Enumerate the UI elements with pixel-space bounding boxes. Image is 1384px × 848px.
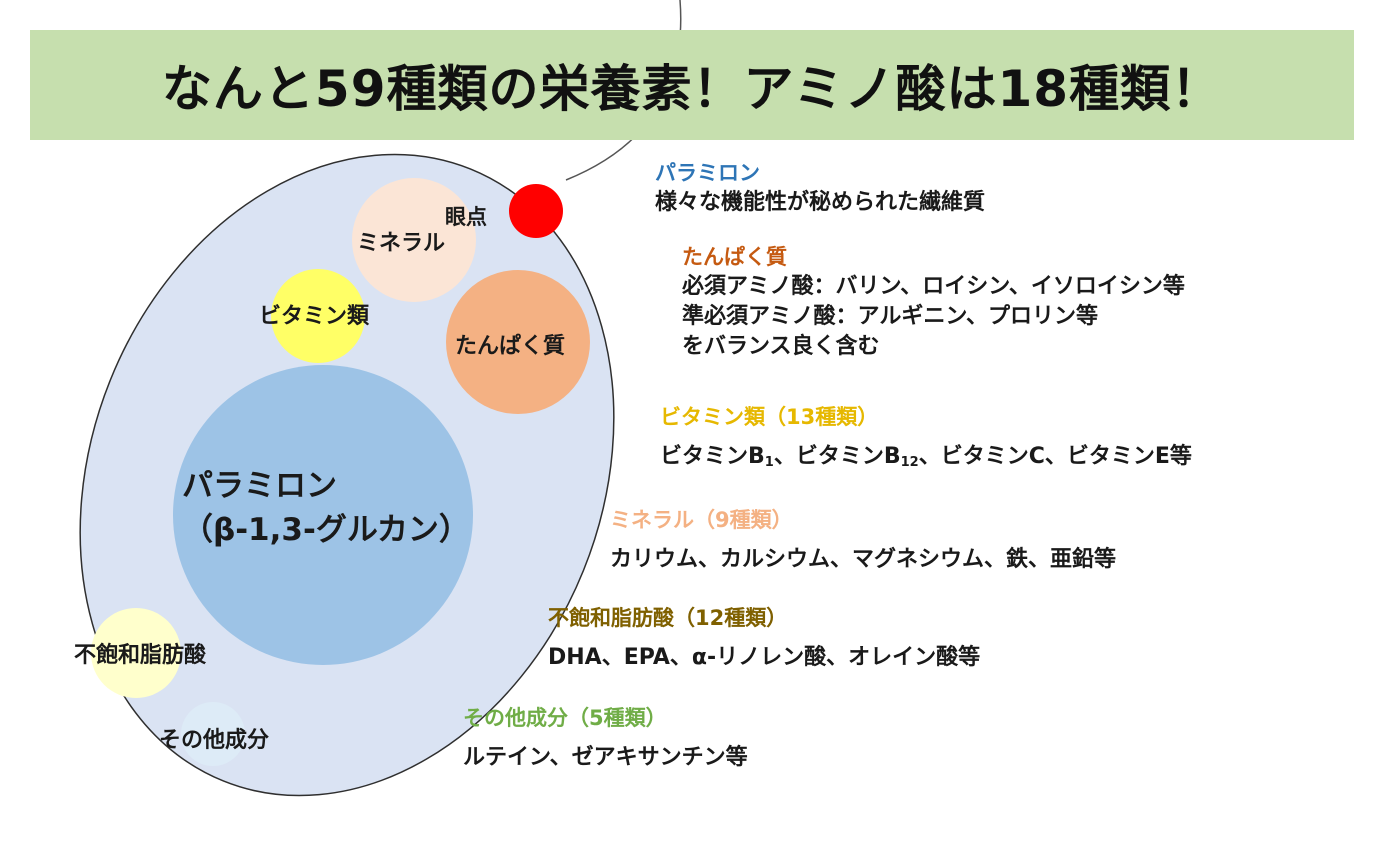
fatty-acid-label: 不飽和脂肪酸 <box>74 643 207 668</box>
section-protein-body-2: 準必須アミノ酸：アルギニン、プロリン等 <box>682 304 1099 329</box>
vitamin-label: ビタミン類 <box>259 304 370 329</box>
section-fatty-acid-heading: 不飽和脂肪酸（12種類） <box>548 606 788 630</box>
section-mineral-body: カリウム、カルシウム、マグネシウム、鉄、亜鉛等 <box>610 547 1117 572</box>
paramylon-label: パラミロン （β-1,3-グルカン） <box>182 464 470 552</box>
other-component-circle <box>181 702 245 766</box>
section-fatty-acid: 不飽和脂肪酸（12種類） DHA、EPA、α-リノレン酸、オレイン酸等 <box>548 603 980 673</box>
paramylon-circle <box>173 365 473 665</box>
section-other-body: ルテイン、ゼアキサンチン等 <box>463 745 748 770</box>
section-protein: たんぱく質 必須アミノ酸：バリン、ロイシン、イソロイシン等 準必須アミノ酸：アル… <box>682 242 1185 362</box>
mineral-label: ミネラル <box>357 231 446 256</box>
vitamin-rest-text: 、ビタミンC、ビタミンE等 <box>918 444 1192 469</box>
fatty-acid-circle <box>91 608 181 698</box>
paramylon-label-line1: パラミロン <box>182 468 337 504</box>
section-other-heading: その他成分（5種類） <box>463 706 667 730</box>
paramylon-label-line2: （β-1,3-グルカン） <box>182 512 470 548</box>
section-protein-body-3: をバランス良く含む <box>682 334 880 359</box>
section-protein-body-1: 必須アミノ酸：バリン、ロイシン、イソロイシン等 <box>682 274 1185 299</box>
section-other: その他成分（5種類） ルテイン、ゼアキサンチン等 <box>463 703 748 773</box>
title-bar: なんと59種類の栄養素！アミノ酸は18種類！ <box>30 30 1354 140</box>
eyespot-circle <box>509 184 563 238</box>
section-mineral-heading: ミネラル（9種類） <box>610 508 793 532</box>
vitamin-b1-subscript: 1 <box>764 455 774 470</box>
protein-circle <box>446 270 590 414</box>
vitamin-b12-text: 、ビタミンB <box>773 444 901 469</box>
section-protein-heading: たんぱく質 <box>682 245 787 269</box>
section-paramylon-body: 様々な機能性が秘められた繊維質 <box>655 190 986 215</box>
vitamin-b12-subscript: 12 <box>900 455 919 470</box>
section-vitamin: ビタミン類（13種類） ビタミンB1、ビタミンB12、ビタミンC、ビタミンE等 <box>660 402 1192 478</box>
section-mineral: ミネラル（9種類） カリウム、カルシウム、マグネシウム、鉄、亜鉛等 <box>610 505 1116 575</box>
eyespot-label: 眼点 <box>445 205 487 229</box>
vitamin-b1-text: ビタミンB <box>660 444 765 469</box>
protein-label: たんぱく質 <box>455 334 566 359</box>
section-paramylon: パラミロン 様々な機能性が秘められた繊維質 <box>655 158 985 218</box>
vitamin-circle <box>271 269 365 363</box>
section-vitamin-body: ビタミンB1、ビタミンB12、ビタミンC、ビタミンE等 <box>660 442 1192 478</box>
mineral-circle <box>352 178 476 302</box>
section-paramylon-heading: パラミロン <box>655 161 760 185</box>
section-vitamin-heading: ビタミン類（13種類） <box>660 405 879 429</box>
other-component-label: その他成分 <box>159 728 270 753</box>
page-title: なんと59種類の栄養素！アミノ酸は18種類！ <box>161 60 1223 118</box>
section-fatty-acid-body: DHA、EPA、α-リノレン酸、オレイン酸等 <box>548 645 981 670</box>
